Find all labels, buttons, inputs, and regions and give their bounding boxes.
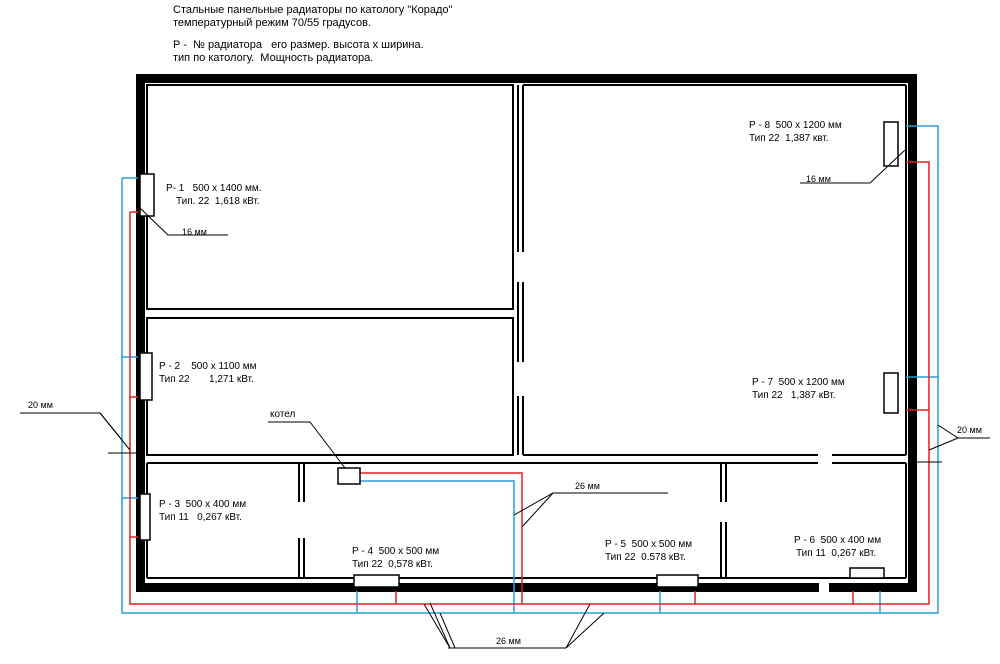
radiator-2-symbol: [139, 352, 153, 401]
radiator-7-name: Р - 7 500 х 1200 мм: [752, 377, 845, 388]
outer-wall-right: [908, 74, 917, 592]
pipe-20-right-label: 20 мм: [957, 425, 982, 435]
leader-16-left: [139, 207, 228, 236]
radiator-1-symbol: [139, 173, 155, 217]
leader-lines: [20, 149, 990, 649]
radiator-4-spec: Тип 22 0,578 кВт.: [352, 559, 433, 570]
radiator-5-name: Р - 5 500 х 500 мм: [605, 539, 693, 550]
radiator-3-name: Р - 3 500 х 400 мм: [159, 499, 247, 510]
room-2-outline: [146, 317, 514, 456]
radiator-3-spec: Тип 11 0,267 кВт.: [159, 512, 242, 523]
radiator-4-name: Р - 4 500 х 500 мм: [352, 546, 440, 557]
radiator-5-spec: Тип 22 0.578 кВт.: [605, 552, 686, 563]
leader-20-right-b: [928, 437, 959, 451]
header-line-3: Р - № радиатора его размер. высота х шир…: [173, 39, 424, 51]
radiator-2-spec: Тип 22 1,271 кВт.: [159, 374, 254, 385]
outer-wall-top: [136, 74, 917, 83]
radiator-6-symbol: [849, 567, 885, 579]
radiator-5-symbol: [656, 574, 699, 588]
leader-20-left-b: [99, 412, 131, 451]
boiler-label: котел: [270, 409, 296, 420]
return-main: [121, 125, 939, 614]
radiator-7-symbol: [883, 372, 899, 414]
pipe-26-bottom-label: 26 мм: [496, 636, 521, 646]
radiator-8-spec: Тип 22 1,387 квт.: [749, 133, 829, 144]
leader-26-bottom-c: [565, 603, 591, 649]
leader-26-mid-b: [521, 492, 554, 528]
radiator-1-spec: Тип. 22 1,618 кВт.: [176, 196, 260, 207]
leader-26-bottom-d: [565, 612, 605, 649]
radiator-6-spec: Тип 11 0,267 кВт.: [796, 548, 877, 559]
walls: [136, 74, 917, 592]
return-pipes: [121, 125, 939, 614]
outer-wall-left: [136, 74, 145, 592]
radiator-4-symbol: [353, 574, 400, 588]
leader-26-bottom-b: [439, 612, 456, 649]
supply-main: [129, 161, 930, 605]
outer-wall-bottom-left: [136, 583, 819, 592]
radiator-3-symbol: [139, 493, 151, 541]
return-boiler: [360, 480, 515, 613]
leader-26-bottom-l: [429, 602, 451, 649]
header-line-4: тип по катологу. Мощность радиатора.: [173, 52, 374, 64]
pipe-20-left-label: 20 мм: [28, 400, 53, 410]
inner-walls: [146, 84, 907, 579]
radiator-1-name: Р- 1 500 х 1400 мм.: [166, 183, 262, 194]
radiator-symbols: [139, 121, 899, 588]
supply-pipes: [129, 161, 930, 605]
pipe-16-left-label: 16 мм: [182, 227, 207, 237]
leader-16-right: [800, 149, 906, 184]
supply-boiler: [360, 472, 523, 604]
radiator-8-symbol: [883, 121, 899, 167]
leader-26-bottom-a: [423, 603, 451, 649]
radiator-7-spec: Тип 22 1,387 кВт.: [752, 390, 836, 401]
boiler-symbol: [337, 467, 361, 485]
pipe-16-right-label: 16 мм: [806, 174, 831, 184]
leader-26-mid: [513, 492, 668, 516]
radiator-8-name: Р - 8 500 х 1200 мм: [749, 120, 842, 131]
outer-wall-bottom-right: [829, 583, 917, 592]
radiator-2-name: Р - 2 500 х 1100 мм: [159, 361, 257, 372]
leader-20-left: [20, 412, 123, 441]
pipe-26-mid-label: 26 мм: [575, 481, 600, 491]
radiator-6-name: Р - 6 500 х 400 мм: [794, 535, 882, 546]
header-line-2: температурный режим 70/55 градусов.: [173, 17, 371, 29]
leader-boiler: [268, 421, 346, 469]
header-line-1: Стальные панельные радиаторы по катологу…: [173, 4, 453, 16]
